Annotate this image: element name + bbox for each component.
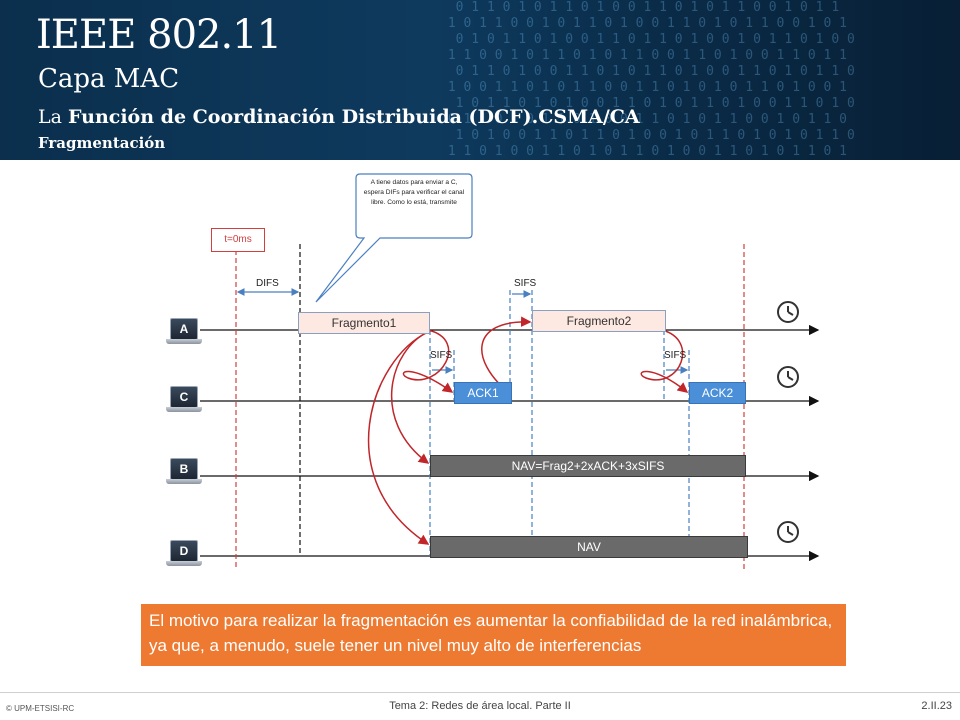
callout-bubble (315, 173, 473, 303)
arrow-ack1-to-frag2 (481, 316, 532, 393)
frame-fragmento2: Fragmento2 (532, 310, 666, 332)
frame-ack2: ACK2 (689, 382, 746, 404)
sifs-label-top: SIFS (514, 278, 537, 289)
station-c: C (166, 386, 202, 416)
arrow-frag2-to-ack2 (640, 329, 689, 393)
computer-icon: B (170, 458, 198, 480)
section-bold: Función de Coordinación Distribuida (DCF… (67, 106, 640, 128)
slide-header: 0 1 1 0 1 0 1 1 0 1 0 0 1 1 0 1 0 1 1 0 … (0, 0, 960, 160)
computer-icon: C (170, 386, 198, 408)
t0-label: t=0ms (211, 228, 265, 252)
computer-icon: D (170, 540, 198, 562)
note-box: El motivo para realizar la fragmentación… (141, 604, 846, 666)
arrow-frag1-to-nav-b (390, 331, 430, 464)
footer-divider (0, 692, 960, 693)
frame-nav-b: NAV=Frag2+2xACK+3xSIFS (430, 455, 746, 477)
footer-copyright: © UPM-ETSISI-RC (6, 704, 75, 713)
frame-nav-d: NAV (430, 536, 748, 558)
footer-course: Tema 2: Redes de área local. Parte II (389, 700, 571, 712)
arrow-frag1-to-nav-d (367, 331, 430, 545)
clock-icon (777, 301, 799, 323)
sifs-label-ack1: SIFS (430, 350, 453, 361)
station-a: A (166, 318, 202, 348)
sifs-label-ack2: SIFS (664, 350, 687, 361)
topic-heading: Fragmentación (38, 134, 166, 152)
station-b: B (166, 458, 202, 488)
footer-page-number: 2.II.23 (921, 700, 952, 712)
clock-icon (777, 366, 799, 388)
slide-title: IEEE 802.11 (36, 12, 282, 58)
callout-text: A tiene datos para enviar a C, espera DI… (363, 179, 465, 206)
frame-fragmento1: Fragmento1 (298, 312, 430, 334)
clock-icon (777, 521, 799, 543)
section-heading: La Función de Coordinación Distribuida (… (38, 106, 640, 128)
section-prefix: La (38, 106, 68, 128)
computer-icon: A (170, 318, 198, 340)
binary-background-decoration: 0 1 1 0 1 0 1 1 0 1 0 0 1 1 0 1 0 1 1 0 … (447, 0, 855, 159)
station-d: D (166, 540, 202, 570)
frame-ack1: ACK1 (454, 382, 512, 404)
arrow-frag1-to-ack1 (402, 329, 454, 393)
difs-label: DIFS (256, 278, 279, 289)
slide-subtitle: Capa MAC (38, 64, 180, 94)
